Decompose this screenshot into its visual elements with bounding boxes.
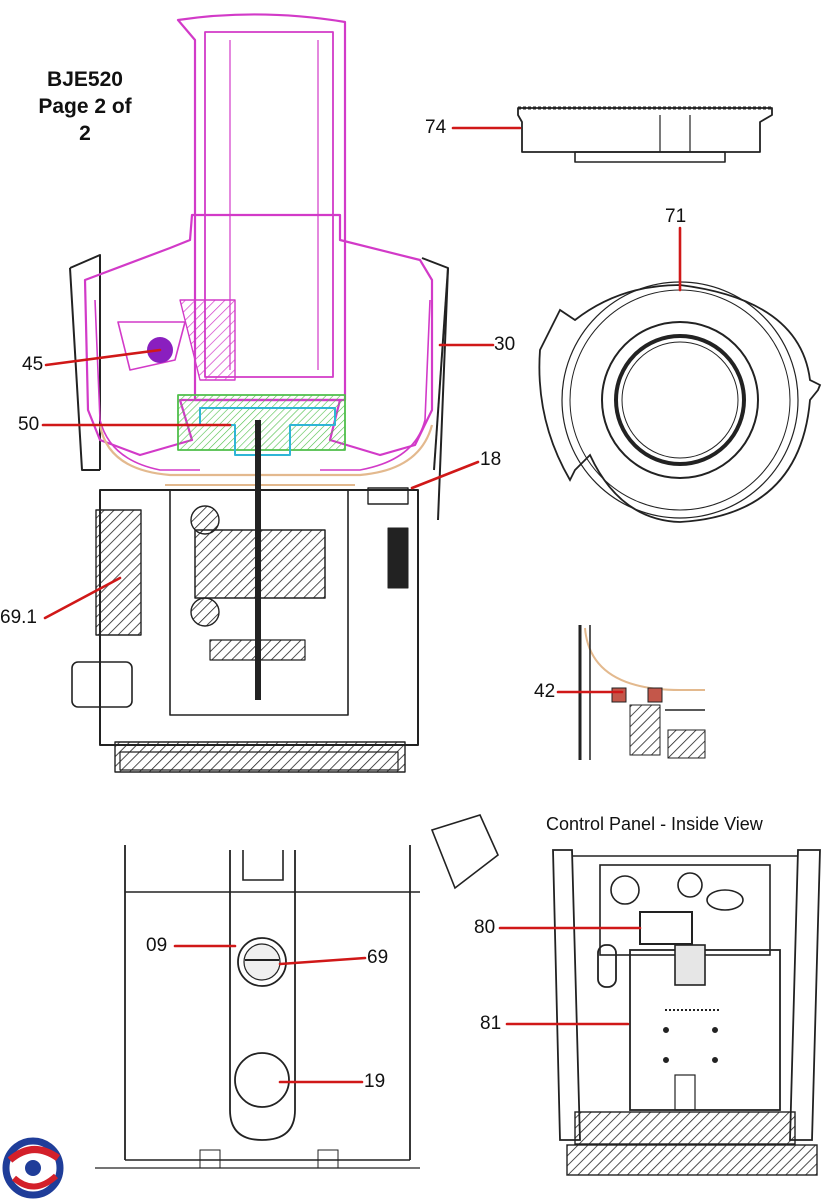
document-title: BJE520 Page 2 of 2 (20, 66, 150, 147)
callout-71: 71 (665, 206, 687, 227)
callout-80: 80 (474, 917, 496, 938)
motor-bearing (190, 505, 220, 535)
interlock-arm (367, 487, 409, 505)
motor-bearing (190, 597, 220, 627)
chute-wedge (179, 299, 236, 381)
base-bottom (119, 751, 399, 771)
food-pusher (204, 31, 334, 378)
callout-45: 45 (22, 354, 44, 375)
switch-block (95, 509, 142, 636)
housing-wall-left (69, 267, 100, 471)
callout-69: 69 (367, 947, 389, 968)
leader-18 (410, 460, 480, 490)
callout-42: 42 (534, 681, 556, 702)
callout-30: 30 (494, 334, 516, 355)
cover-lip-right (320, 299, 431, 471)
callout-19: 19 (364, 1071, 386, 1092)
callout-81: 81 (480, 1013, 502, 1034)
callout-74: 74 (425, 117, 447, 138)
leader-lines (41, 126, 682, 1084)
switch-knob (71, 661, 133, 708)
title-line-2: Page 2 of (38, 95, 132, 118)
callout-18: 18 (480, 449, 502, 470)
filter-basket (177, 394, 346, 451)
control-panel-inside (552, 849, 821, 1176)
leader-45 (44, 348, 162, 367)
part-74-lid (517, 106, 773, 163)
callout-69-1: 69.1 (0, 607, 37, 628)
callout-50: 50 (18, 414, 40, 435)
housing-wall-right (433, 267, 449, 471)
leader-69-1 (43, 576, 122, 620)
leader-69 (278, 956, 367, 966)
title-line-1: BJE520 (47, 68, 123, 91)
part-71-pulp-container (538, 281, 822, 523)
juice-bowl (98, 424, 434, 477)
callout-09: 09 (146, 935, 168, 956)
control-panel-title: Control Panel - Inside View (546, 814, 763, 834)
motor-fan (209, 639, 306, 661)
cover-lip-left (94, 299, 200, 471)
brand-logo (2, 1137, 64, 1199)
title-line-3: 2 (79, 122, 91, 145)
front-panel (95, 814, 499, 1169)
juicer-cover (83, 213, 434, 457)
vent-grille (387, 527, 409, 589)
base-foot (114, 741, 406, 773)
feed-chute (176, 13, 347, 402)
